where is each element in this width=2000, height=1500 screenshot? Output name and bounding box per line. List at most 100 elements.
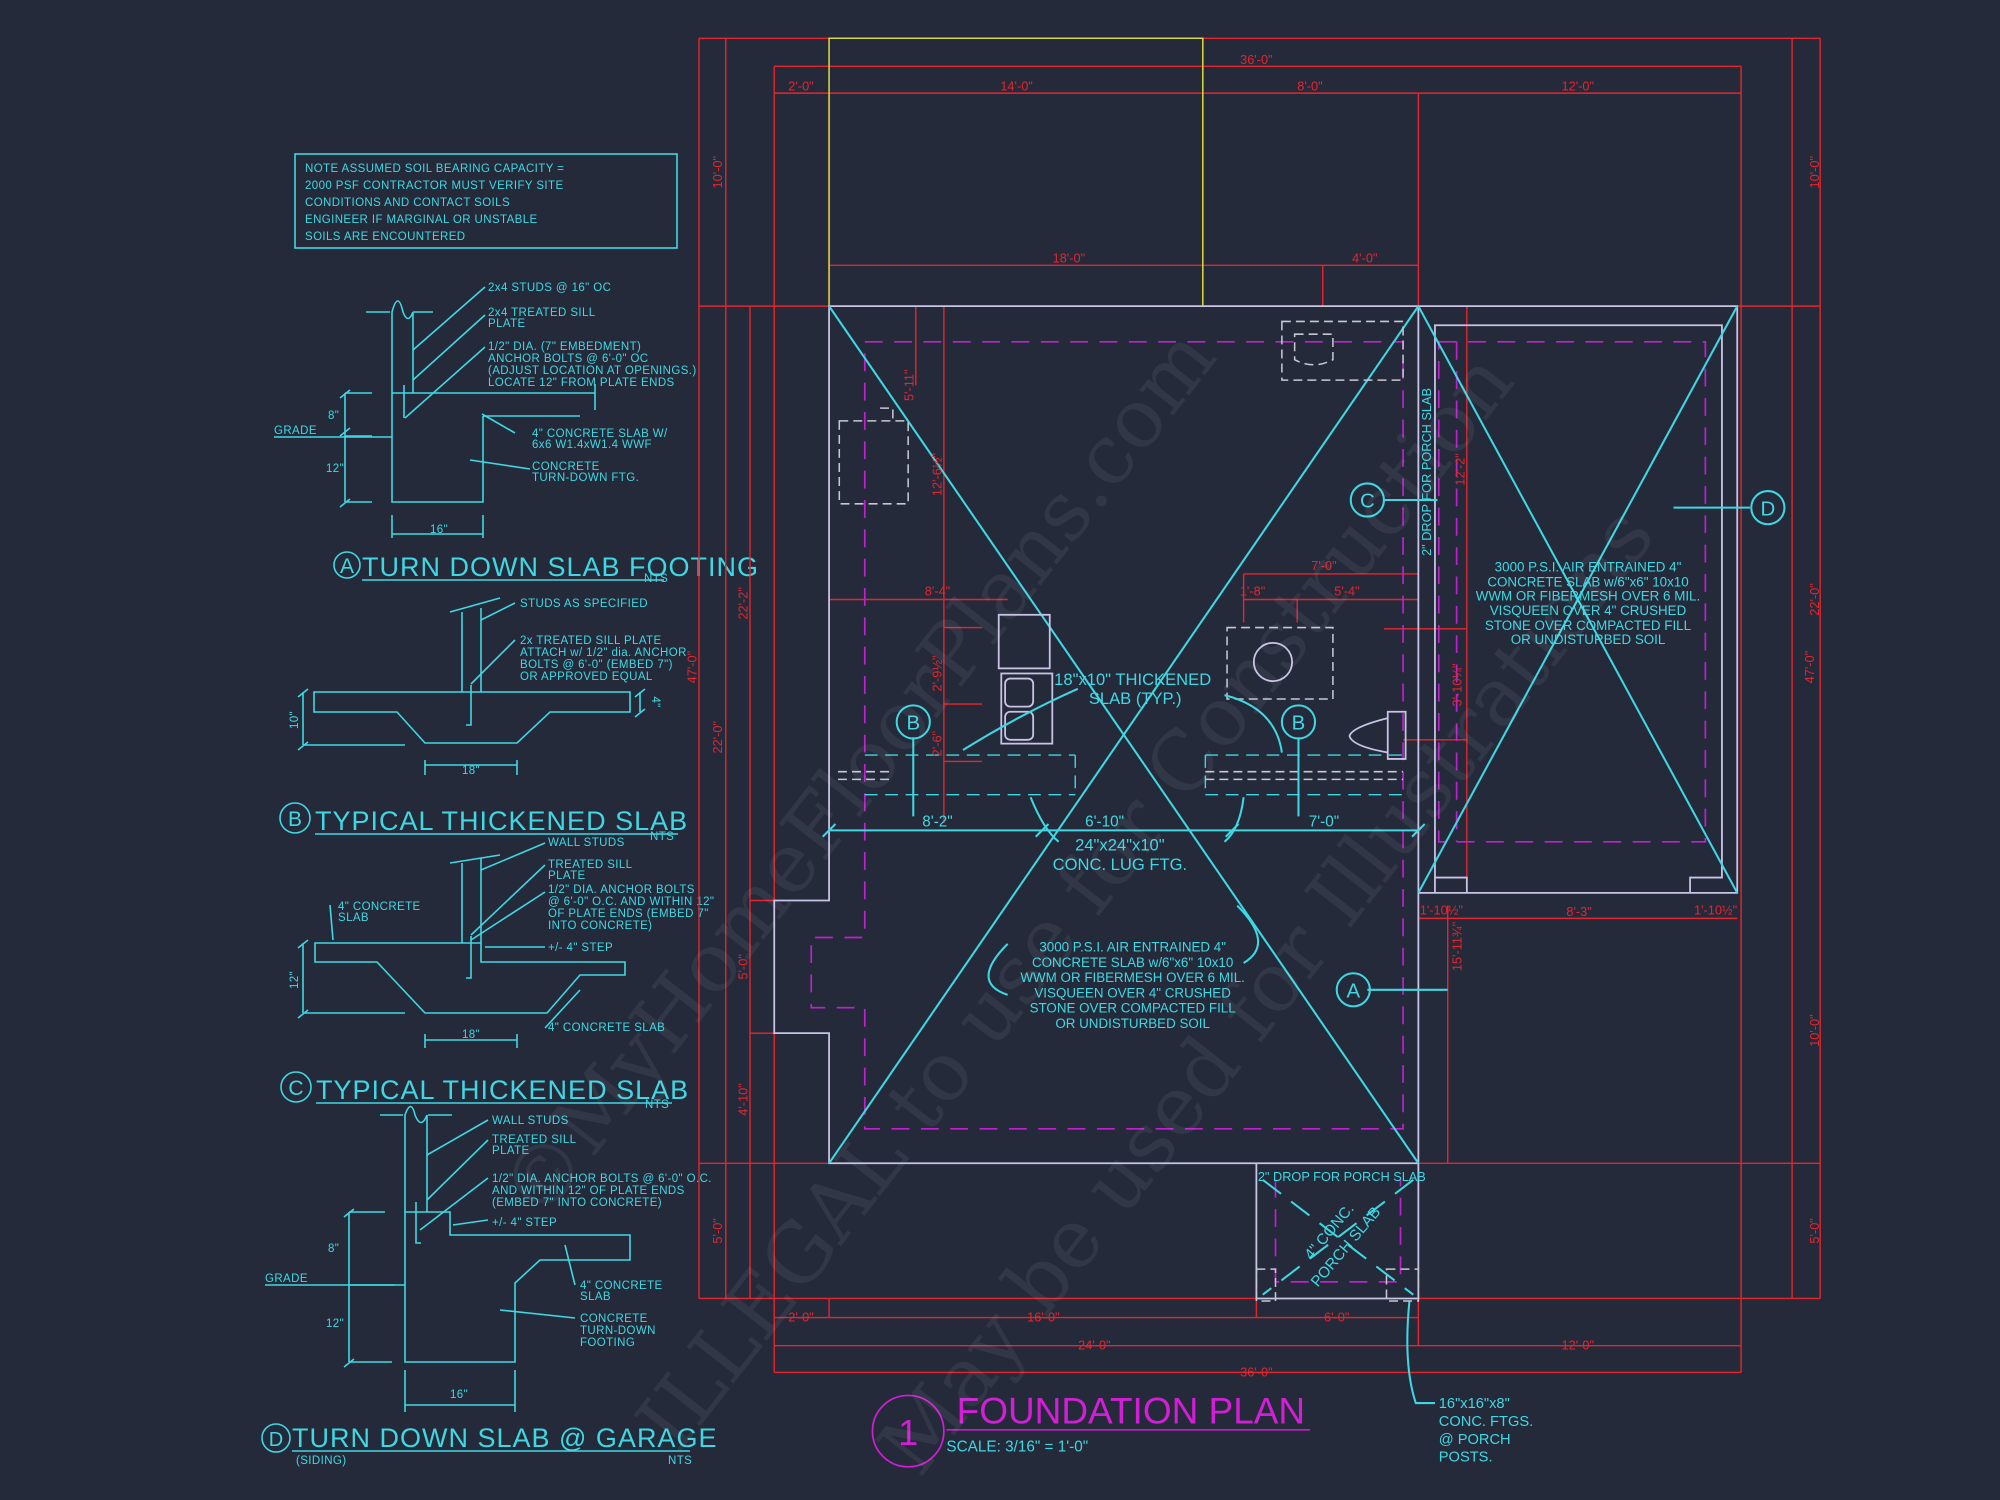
- nts-label: NTS: [645, 1099, 669, 1111]
- label-sill: 2x TREATED SILL PLATE: [520, 635, 662, 647]
- garage-slab-note: 3000 P.S.I. AIR ENTRAINED 4" CONCRETE SL…: [1476, 559, 1700, 647]
- dim-16in: 16": [430, 524, 448, 536]
- dim-label: 2'-0": [788, 79, 813, 94]
- dim-label: 4'-10": [735, 1083, 750, 1115]
- note-line: CONCRETE SLAB w/6"x6" 10x10: [1032, 955, 1233, 970]
- label-sill: TREATED SILL: [548, 859, 633, 871]
- dim-label: 15'-11¾": [1450, 922, 1465, 971]
- note-line: WWM OR FIBERMESH OVER 6 MIL.: [1020, 970, 1244, 985]
- porch-footing-outline: [1274, 1179, 1402, 1283]
- soil-note: NOTE ASSUMED SOIL BEARING CAPACITY = 200…: [294, 153, 678, 249]
- label-footing: CONCRETE: [532, 461, 600, 473]
- dim-label: 18'-0": [1053, 251, 1085, 266]
- dim-label: 3'-10¼": [1450, 663, 1465, 706]
- note-line: VISQUEEN OVER 4" CRUSHED: [1490, 603, 1687, 618]
- dim-label: 12'-6½": [929, 453, 944, 496]
- label-bolts: 1/2" DIA. ANCHOR BOLTS: [548, 884, 695, 896]
- porch-post-footings: [1255, 1268, 1420, 1302]
- label-sill: 2x4 TREATED SILL: [488, 307, 596, 319]
- label-footing: TURN-DOWN FTG.: [532, 472, 639, 484]
- label-sill: PLATE: [548, 870, 586, 882]
- detail-subtitle: (SIDING): [296, 1455, 346, 1467]
- dim-label: 1'-8": [1240, 584, 1265, 599]
- label-bolts: 1/2" DIA. ANCHOR BOLTS @ 6'-0" O.C.: [492, 1173, 712, 1185]
- dim-label: 10'-0": [1807, 156, 1822, 188]
- dim-label: 5'-0": [735, 954, 750, 979]
- label-bolts: @ 6'-0" O.C. AND WITHIN 12": [548, 896, 714, 908]
- dim-18in: 18": [462, 1029, 480, 1041]
- dim-label: 10'-0": [1807, 1014, 1822, 1046]
- label-bolts: INTO CONCRETE): [548, 920, 652, 932]
- note-line: OR UNDISTURBED SOIL: [1511, 632, 1666, 647]
- section-bubble-d: D: [1750, 490, 1786, 526]
- label-bolts: ANCHOR BOLTS @ 6'-0" OC: [488, 353, 649, 365]
- dim-label: 6'-0": [1324, 1309, 1349, 1324]
- dim-12in: 12": [326, 1318, 344, 1330]
- dim-label: 14'-0": [1000, 79, 1032, 94]
- note-line: 2000 PSF CONTRACTOR MUST VERIFY SITE: [305, 180, 564, 192]
- thickened-slab-callout: 18"x10" THICKENED: [1054, 670, 1211, 689]
- label-grade: GRADE: [265, 1273, 308, 1285]
- label-slab: 4" CONCRETE: [580, 1280, 663, 1292]
- label-bolts: (ADJUST LOCATION AT OPENINGS.): [488, 365, 697, 377]
- slab-diagonals: [828, 305, 1739, 1164]
- slab-note: 3000 P.S.I. AIR ENTRAINED 4" CONCRETE SL…: [1020, 940, 1244, 1032]
- label-studs: STUDS AS SPECIFIED: [520, 598, 648, 610]
- dim-label: 5'-4": [1334, 584, 1359, 599]
- label-slab-right: 4" CONCRETE SLAB: [548, 1022, 665, 1034]
- detail-d-turn-down-slab-garage: WALL STUDS TREATED SILL PLATE 1/2" DIA. …: [261, 1105, 716, 1467]
- label-bolts: AND WITHIN 12" OF PLATE ENDS: [492, 1185, 685, 1197]
- label-bolts: 1/2" DIA. (7" EMBEDMENT): [488, 341, 641, 353]
- detail-c-typical-thickened-slab: WALL STUDS TREATED SILL PLATE 1/2" DIA. …: [280, 837, 714, 1111]
- dim-label: 12'-0": [1562, 79, 1594, 94]
- label-footing: FOOTING: [580, 1337, 635, 1349]
- dim-label: 8'-0": [1297, 79, 1322, 94]
- dim-label: 5'-11": [901, 369, 916, 401]
- thickened-slab-callout: SLAB (TYP.): [1089, 689, 1182, 708]
- note-line: STONE OVER COMPACTED FILL: [1485, 618, 1691, 633]
- dim-label: 1'-10½": [1694, 903, 1737, 918]
- dim-label: 22'-0": [710, 721, 725, 753]
- label-studs: 2x4 STUDS @ 16" OC: [488, 282, 611, 294]
- upper-outline: [828, 37, 1204, 307]
- dim-label: 7'-0": [1311, 558, 1336, 573]
- label-grade: GRADE: [274, 425, 317, 437]
- detail-tag: B: [288, 808, 302, 831]
- dim-label: 24'-0": [1078, 1337, 1110, 1352]
- dim-8in: 8": [328, 1243, 339, 1255]
- label-footing: CONCRETE: [580, 1313, 648, 1325]
- dim-label: 12'-0": [1562, 1337, 1594, 1352]
- dim-10in: 10": [289, 711, 301, 729]
- dim-16in: 16": [450, 1389, 468, 1401]
- note-line: CONCRETE SLAB w/6"x6" 10x10: [1487, 575, 1688, 590]
- section-bubble-c: C: [1349, 482, 1385, 518]
- dimension-labels: 36'-0" 2'-0" 14'-0" 8'-0" 12'-0" 18'-0" …: [684, 52, 1821, 1379]
- dim-label: 36'-0": [1240, 52, 1272, 67]
- dim-label: 16'-0": [1027, 1309, 1059, 1324]
- dim-label: 5'-0": [1807, 1218, 1822, 1243]
- dim-label: 22'-0": [1807, 583, 1822, 615]
- dim-label: 47'-0": [684, 651, 699, 683]
- bubble-label: C: [1360, 491, 1375, 513]
- dim-label: 47'-0": [1802, 651, 1817, 683]
- label-bolts: (EMBED 7" INTO CONCRETE): [492, 1197, 662, 1209]
- note-line: WWM OR FIBERMESH OVER 6 MIL.: [1476, 589, 1700, 604]
- note-line: NOTE ASSUMED SOIL BEARING CAPACITY =: [305, 163, 564, 175]
- bubble-label: B: [906, 713, 920, 735]
- lug-footing-callout: CONC. LUG FTG.: [1053, 855, 1187, 874]
- dim-label: 22'-2": [735, 587, 750, 619]
- porch-drop-note: 2" DROP FOR PORCH SLAB: [1258, 1169, 1426, 1184]
- dim-label: 12'-2": [1452, 453, 1467, 485]
- drawing-title-text: FOUNDATION PLAN: [957, 1390, 1305, 1431]
- dim-label: 10'-0": [710, 156, 725, 188]
- label-sill: TREATED SILL: [492, 1134, 577, 1146]
- label-slab-left: SLAB: [338, 912, 369, 924]
- nts-label: NTS: [668, 1455, 692, 1467]
- drawing-title: 1 FOUNDATION PLAN SCALE: 3/16" = 1'-0": [871, 1390, 1310, 1468]
- dim-label: 2'-6": [929, 731, 944, 756]
- detail-tag: D: [269, 1429, 283, 1451]
- note-line: 3000 P.S.I. AIR ENTRAINED 4": [1039, 940, 1226, 955]
- detail-tag: C: [288, 1077, 303, 1100]
- porch-diagonals: [1262, 1179, 1414, 1296]
